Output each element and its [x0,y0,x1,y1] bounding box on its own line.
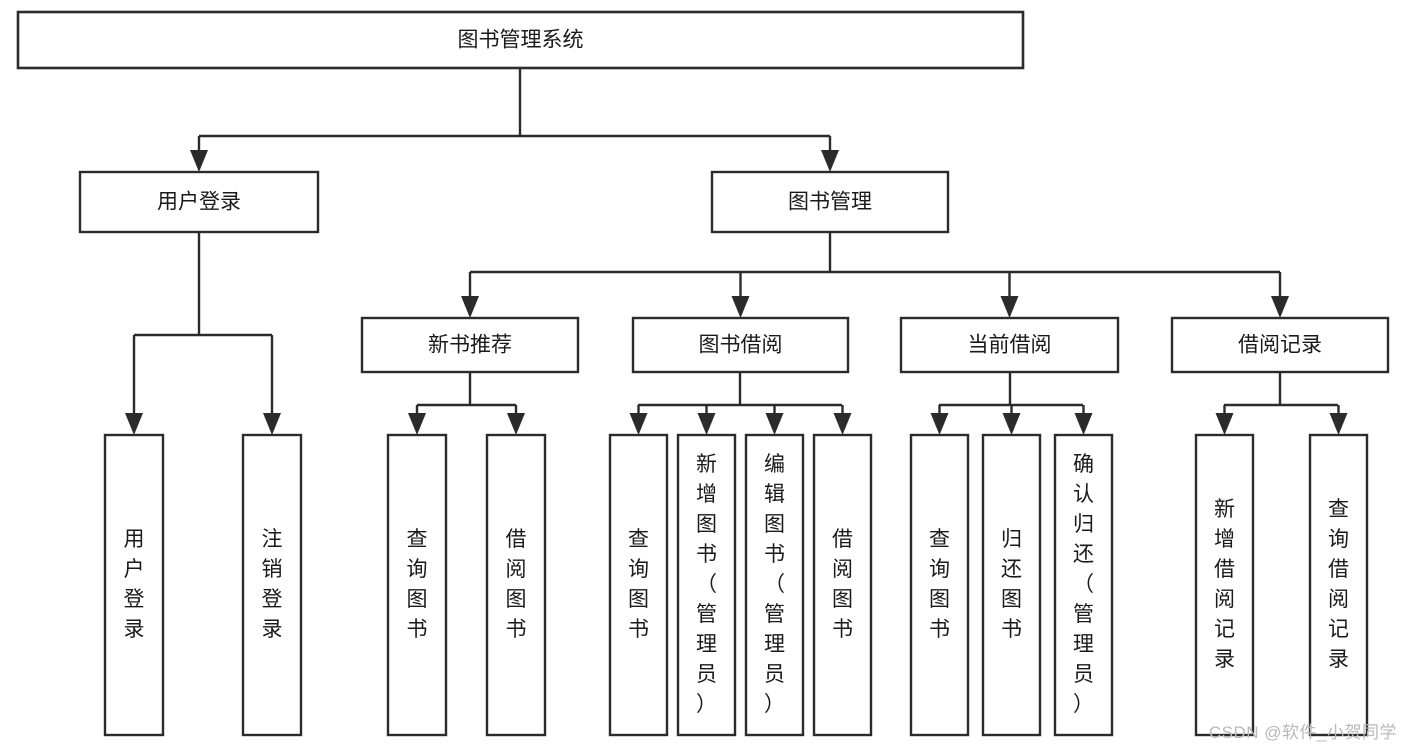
node-current-borrow[interactable]: 当前借阅 [899,316,1120,374]
node-leaf-confirm-return-box[interactable] [1053,433,1114,737]
node-leaf-user-login[interactable]: 用户登录 [103,433,165,737]
node-leaf-query-book-3[interactable]: 查询图书 [909,433,970,737]
arrow-head-icon [125,413,143,435]
arrow-head-icon [1271,296,1289,318]
node-leaf-query-book-1-label: 查询图书 [407,528,428,641]
connector-layer [125,68,1348,435]
node-user-login-box[interactable] [78,170,320,234]
arrow-head-icon [461,296,479,318]
arrow-head-icon [629,413,648,435]
node-current-borrow-label: 当前借阅 [968,334,1052,357]
node-book-management-label: 图书管理 [788,191,872,214]
node-leaf-return-book-box[interactable] [981,433,1042,737]
node-leaf-user-login-label: 用户登录 [124,528,145,641]
node-leaf-confirm-return[interactable]: 确认归还（管理员） [1053,433,1114,737]
arrow-head-icon [731,296,750,318]
node-leaf-return-book-label: 归还图书 [1001,528,1022,641]
node-leaf-borrow-book-1-box[interactable] [485,433,547,737]
node-layer: 图书管理系统用户登录图书管理新书推荐图书借阅当前借阅借阅记录用户登录注销登录查询… [16,10,1390,737]
arrow-head-icon [1000,296,1019,318]
node-borrow-record-label: 借阅记录 [1238,334,1322,357]
arrow-head-icon [263,413,281,435]
node-root[interactable]: 图书管理系统 [16,10,1025,70]
arrow-head-icon [507,413,525,435]
node-new-book-recommend-box[interactable] [360,316,580,374]
node-book-management[interactable]: 图书管理 [710,170,950,234]
node-leaf-query-book-2-box[interactable] [608,433,669,737]
node-leaf-edit-book-label: 编辑图书（管理员） [764,453,785,716]
node-root-box[interactable] [16,10,1025,70]
node-leaf-user-login-box[interactable] [103,433,165,737]
node-leaf-query-borrow-record-box[interactable] [1308,433,1369,737]
node-leaf-add-borrow-record-label: 新增借阅记录 [1214,498,1235,671]
node-leaf-borrow-book-1-label: 借阅图书 [506,528,527,641]
arrow-head-icon [765,413,784,435]
arrow-head-icon [1215,413,1234,435]
node-leaf-query-book-2[interactable]: 查询图书 [608,433,669,737]
node-new-book-recommend[interactable]: 新书推荐 [360,316,580,374]
node-leaf-add-borrow-record[interactable]: 新增借阅记录 [1194,433,1255,737]
node-book-borrow-label: 图书借阅 [699,334,783,357]
node-leaf-borrow-book-2-box[interactable] [812,433,873,737]
node-leaf-confirm-return-label: 确认归还（管理员） [1073,453,1094,716]
node-leaf-logout-box[interactable] [241,433,303,737]
arrow-head-icon [190,150,208,172]
node-leaf-add-book[interactable]: 新增图书（管理员） [676,433,737,737]
node-leaf-logout[interactable]: 注销登录 [241,433,303,737]
node-leaf-return-book[interactable]: 归还图书 [981,433,1042,737]
arrow-head-icon [1002,413,1021,435]
node-leaf-borrow-book-1[interactable]: 借阅图书 [485,433,547,737]
node-user-login[interactable]: 用户登录 [78,170,320,234]
node-leaf-logout-label: 注销登录 [262,528,283,641]
node-leaf-borrow-book-2[interactable]: 借阅图书 [812,433,873,737]
arrow-head-icon [833,413,852,435]
node-leaf-add-book-label: 新增图书（管理员） [696,453,717,716]
node-leaf-query-book-2-label: 查询图书 [628,528,649,641]
node-leaf-edit-book[interactable]: 编辑图书（管理员） [744,433,805,737]
node-book-borrow-box[interactable] [631,316,850,374]
node-leaf-query-book-1[interactable]: 查询图书 [386,433,448,737]
arrow-head-icon [821,150,839,172]
node-leaf-query-borrow-record[interactable]: 查询借阅记录 [1308,433,1369,737]
node-new-book-recommend-label: 新书推荐 [428,334,512,357]
node-leaf-query-borrow-record-label: 查询借阅记录 [1328,498,1349,671]
node-leaf-query-book-1-box[interactable] [386,433,448,737]
node-leaf-add-borrow-record-box[interactable] [1194,433,1255,737]
node-leaf-borrow-book-2-label: 借阅图书 [832,528,853,641]
arrow-head-icon [1074,413,1093,435]
node-leaf-edit-book-box[interactable] [744,433,805,737]
node-borrow-record-box[interactable] [1170,316,1390,374]
node-book-management-box[interactable] [710,170,950,234]
node-leaf-query-book-3-label: 查询图书 [929,528,950,641]
node-leaf-add-book-box[interactable] [676,433,737,737]
arrow-head-icon [930,413,949,435]
arrow-head-icon [408,413,426,435]
node-book-borrow[interactable]: 图书借阅 [631,316,850,374]
node-root-label: 图书管理系统 [458,29,584,52]
node-user-login-label: 用户登录 [157,191,241,214]
arrow-head-icon [697,413,716,435]
node-borrow-record[interactable]: 借阅记录 [1170,316,1390,374]
node-current-borrow-box[interactable] [899,316,1120,374]
node-leaf-query-book-3-box[interactable] [909,433,970,737]
arrow-head-icon [1329,413,1348,435]
